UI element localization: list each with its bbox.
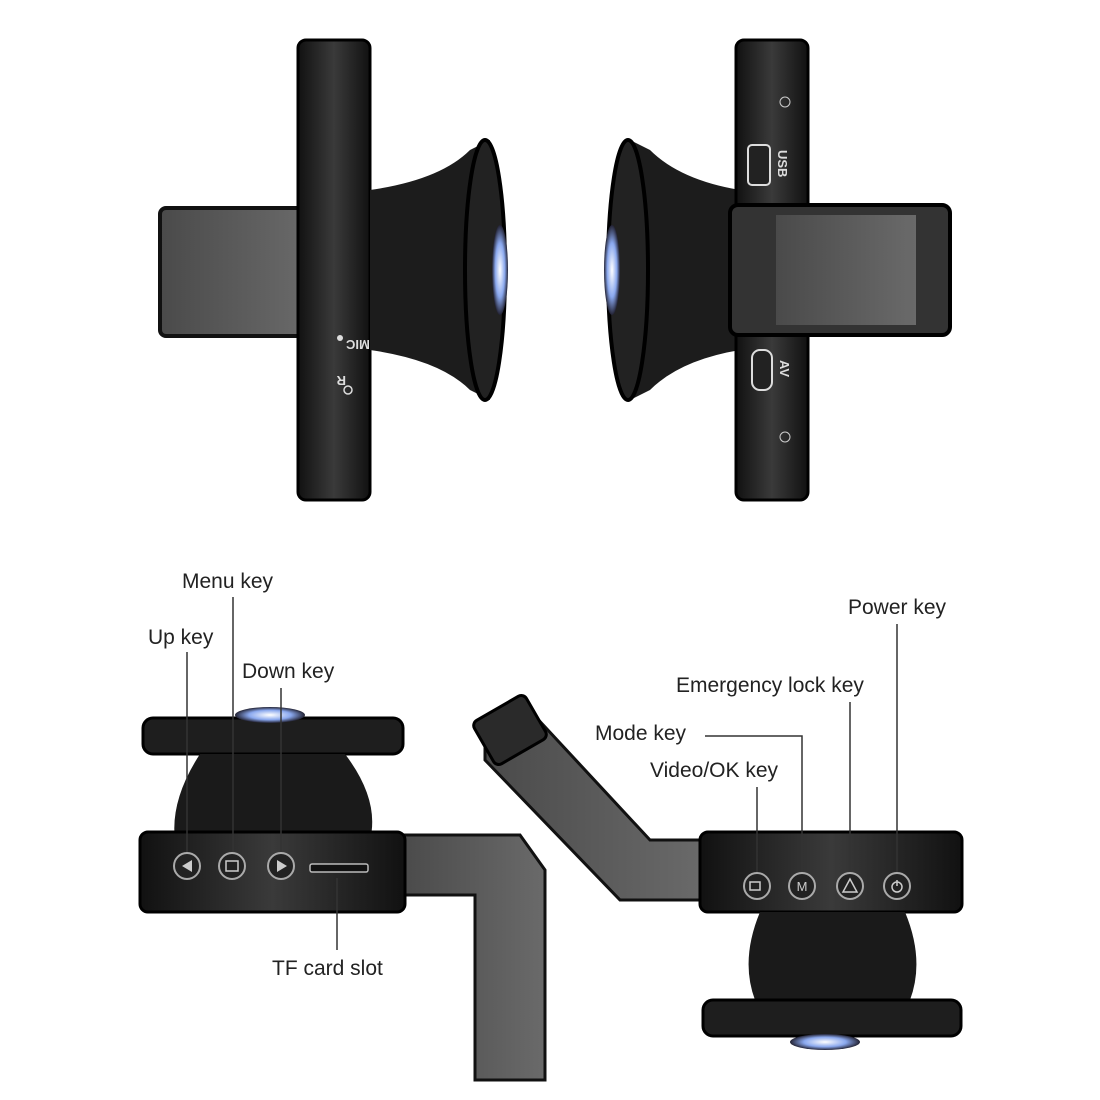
mode-key-label: Mode key (595, 722, 687, 745)
menu-key-button (218, 852, 246, 880)
side-view-left: MIC R (158, 38, 508, 502)
video-ok-key-button (743, 872, 771, 900)
usb-marking: USB (775, 150, 790, 177)
down-key-button (267, 852, 295, 880)
mode-key-button: M (788, 872, 816, 900)
menu-key-label: Menu key (182, 570, 274, 593)
bottom-view-left (138, 707, 547, 1082)
leader-lines (186, 597, 898, 950)
power-key-button (883, 872, 911, 900)
power-key-label: Power key (848, 596, 947, 619)
video-ok-key-label: Video/OK key (650, 759, 779, 782)
tf-card-slot-label: TF card slot (272, 957, 383, 980)
mic-marking: MIC (345, 337, 369, 352)
emergency-lock-key-label: Emergency lock key (676, 674, 864, 697)
up-key-button (173, 852, 201, 880)
tf-card-slot (309, 863, 369, 873)
down-key-label: Down key (242, 660, 335, 683)
av-marking: AV (777, 360, 792, 377)
side-view-right: USB AV (604, 38, 952, 502)
reset-marking: R (336, 373, 346, 388)
svg-text:M: M (797, 879, 808, 894)
up-key-label: Up key (148, 626, 214, 649)
emergency-lock-key-button (836, 872, 864, 900)
